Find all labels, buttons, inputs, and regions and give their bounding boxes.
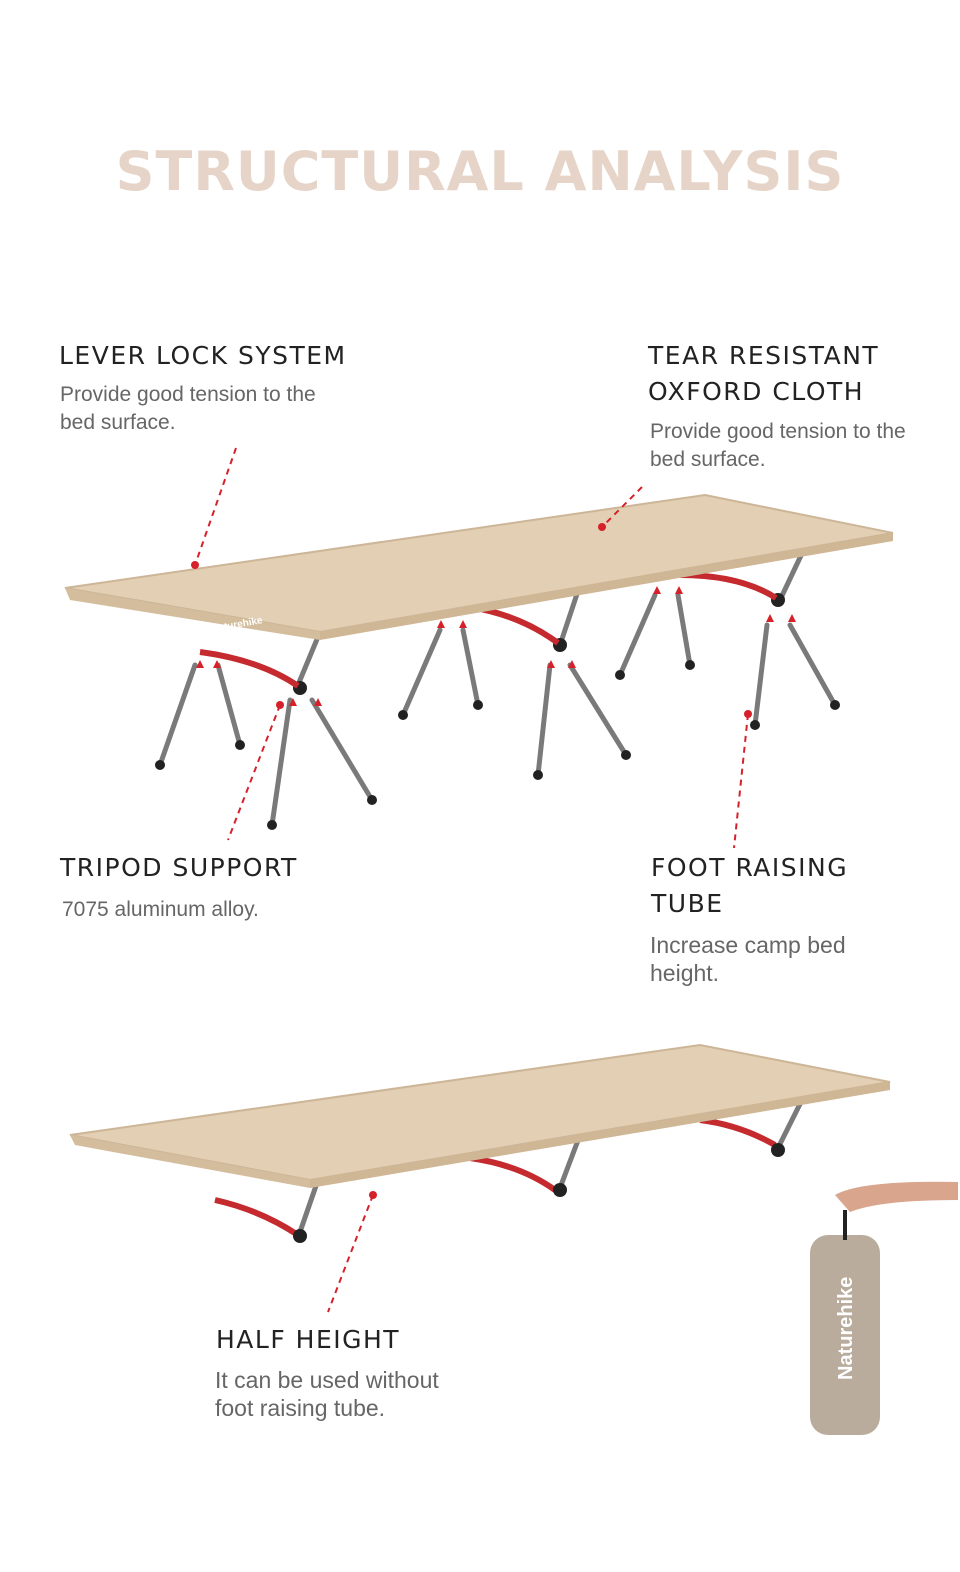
feature-text-lever-lock: Provide good tension to the bed surface. [60, 383, 316, 434]
carry-bag: Naturehike [810, 1181, 958, 1435]
arrow-icons [196, 586, 796, 706]
feature-text-tripod: 7075 aluminum alloy. [62, 898, 259, 921]
feature-heading-oxford-cloth: TEAR RESISTANT OXFORD CLOTH [648, 341, 880, 406]
callout-lines [194, 447, 749, 1313]
feature-text-half-height: It can be used without foot raising tube… [215, 1367, 439, 1421]
feature-heading-tripod: TRIPOD SUPPORT [60, 853, 298, 882]
page-title: STRUCTURAL ANALYSIS [115, 140, 845, 203]
feature-heading-half-height: HALF HEIGHT [216, 1325, 401, 1354]
feature-text-oxford-cloth: Provide good tension to the bed surface. [650, 420, 906, 471]
feature-heading-lever-lock: LEVER LOCK SYSTEM [59, 341, 347, 370]
tripod-legs [157, 544, 838, 828]
bag-brand-logo: Naturehike [835, 1277, 857, 1380]
feature-heading-foot-raising: FOOT RAISING TUBE [651, 853, 849, 918]
feature-text-foot-raising: Increase camp bed height. [650, 932, 846, 986]
